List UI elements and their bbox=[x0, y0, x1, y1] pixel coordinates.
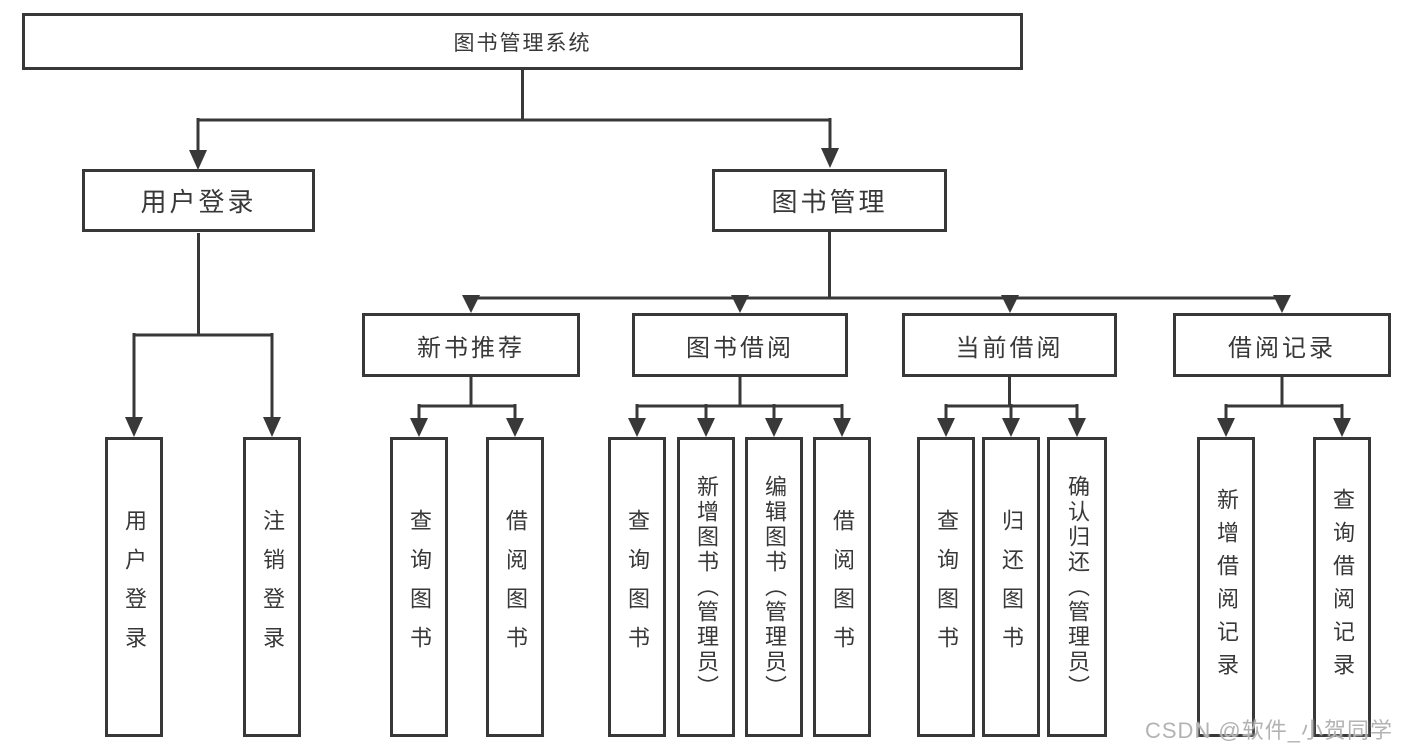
leaf-query-borrow-record: 查询借阅记录 bbox=[1313, 437, 1371, 737]
node-current-borrow-label: 当前借阅 bbox=[955, 334, 1064, 362]
node-new-book-recommend-label: 新书推荐 bbox=[417, 334, 525, 362]
node-book-borrow: 图书借阅 bbox=[632, 313, 848, 377]
leaf-query-books-borrow: 查询图书 bbox=[608, 437, 666, 737]
connector-book-management-to-level3 bbox=[471, 232, 1282, 300]
leaf-borrow-books: 借阅图书 bbox=[813, 437, 871, 737]
leaf-confirm-return-admin: 确认归还（管理员） bbox=[1047, 437, 1107, 737]
leaf-add-borrow-record: 新增借阅记录 bbox=[1197, 437, 1255, 737]
leaf-borrow-books-recommend-label: 借阅图书 bbox=[503, 509, 528, 665]
leaf-logout-label: 注销登录 bbox=[260, 509, 285, 665]
leaf-edit-books-admin: 编辑图书（管理员） bbox=[745, 437, 803, 737]
leaf-query-books-recommend-label: 查询图书 bbox=[407, 509, 432, 665]
leaf-add-books-admin-label: 新增图书（管理员） bbox=[694, 474, 719, 700]
leaf-add-books-admin: 新增图书（管理员） bbox=[677, 437, 735, 737]
leaf-edit-books-admin-label: 编辑图书（管理员） bbox=[762, 474, 787, 700]
node-user-login-label: 用户登录 bbox=[140, 187, 257, 217]
node-root-label: 图书管理系统 bbox=[453, 31, 592, 55]
node-borrow-records: 借阅记录 bbox=[1173, 313, 1391, 377]
connector-records-to-leaves bbox=[1224, 377, 1344, 420]
connector-borrow-to-leaves bbox=[635, 377, 844, 420]
csdn-watermark: CSDN @软件_小贺同学 bbox=[1144, 718, 1393, 743]
leaf-query-books-recommend: 查询图书 bbox=[390, 437, 448, 737]
leaf-return-books-label: 归还图书 bbox=[999, 509, 1024, 665]
leaf-logout: 注销登录 bbox=[243, 437, 301, 737]
leaf-confirm-return-admin-label: 确认归还（管理员） bbox=[1065, 474, 1090, 700]
connector-root-to-level2 bbox=[196, 70, 832, 152]
node-current-borrow: 当前借阅 bbox=[902, 313, 1117, 377]
node-borrow-records-label: 借阅记录 bbox=[1228, 334, 1336, 362]
node-root-system: 图书管理系统 bbox=[22, 13, 1023, 70]
node-user-login: 用户登录 bbox=[82, 169, 315, 232]
connector-new-book-to-leaves bbox=[417, 377, 517, 420]
leaf-user-login-label: 用户登录 bbox=[122, 509, 147, 665]
leaf-query-borrow-record-label: 查询借阅记录 bbox=[1330, 488, 1355, 686]
node-book-management-label: 图书管理 bbox=[771, 187, 888, 217]
connector-user-login-to-leaves bbox=[132, 233, 274, 419]
leaf-query-books-current-label: 查询图书 bbox=[934, 509, 959, 665]
leaf-return-books: 归还图书 bbox=[982, 437, 1040, 737]
leaf-add-borrow-record-label: 新增借阅记录 bbox=[1214, 488, 1239, 686]
leaf-user-login: 用户登录 bbox=[105, 437, 163, 737]
node-book-borrow-label: 图书借阅 bbox=[686, 334, 794, 362]
leaf-query-books-borrow-label: 查询图书 bbox=[625, 509, 650, 665]
leaf-borrow-books-label: 借阅图书 bbox=[830, 509, 855, 665]
connector-current-to-leaves bbox=[944, 377, 1079, 420]
node-book-management: 图书管理 bbox=[712, 169, 947, 232]
leaf-borrow-books-recommend: 借阅图书 bbox=[486, 437, 544, 737]
node-new-book-recommend: 新书推荐 bbox=[362, 313, 580, 377]
leaf-query-books-current: 查询图书 bbox=[917, 437, 975, 737]
